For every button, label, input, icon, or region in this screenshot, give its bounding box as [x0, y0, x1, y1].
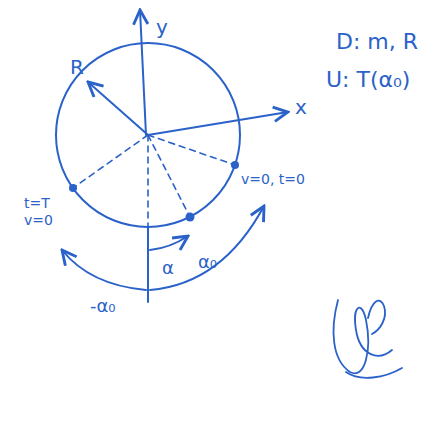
alpha-arc — [150, 236, 188, 250]
trajectory-circle — [56, 43, 240, 227]
condition-label: v=0 — [24, 213, 53, 228]
axis-label: y — [156, 16, 168, 38]
x-axis — [148, 112, 288, 135]
radius-arrow — [88, 82, 148, 135]
condition-label: v=0, t=0 — [241, 172, 305, 187]
given-note: D: m, R — [336, 30, 418, 54]
y-axis — [140, 10, 146, 135]
alpha0-arc — [150, 206, 264, 290]
signature — [334, 300, 392, 373]
radius-dashed — [148, 135, 235, 165]
vertical-dashed — [147, 135, 149, 227]
signature — [346, 368, 402, 378]
unknown-note: U: T(α₀) — [326, 68, 410, 92]
angle-label: α₀ — [198, 252, 217, 272]
vertical-reference — [147, 227, 149, 302]
position-dot — [231, 161, 239, 169]
signature — [368, 301, 385, 334]
condition-label: t=T — [24, 196, 50, 211]
radius-label: R — [70, 56, 84, 78]
minus-alpha0-arc — [62, 250, 146, 290]
axis-label: x — [295, 96, 307, 118]
position-dot — [69, 184, 77, 192]
angle-label: -α₀ — [90, 296, 116, 316]
angle-label: α — [162, 258, 174, 278]
radius-dashed — [73, 135, 148, 188]
position-dot — [186, 213, 195, 222]
